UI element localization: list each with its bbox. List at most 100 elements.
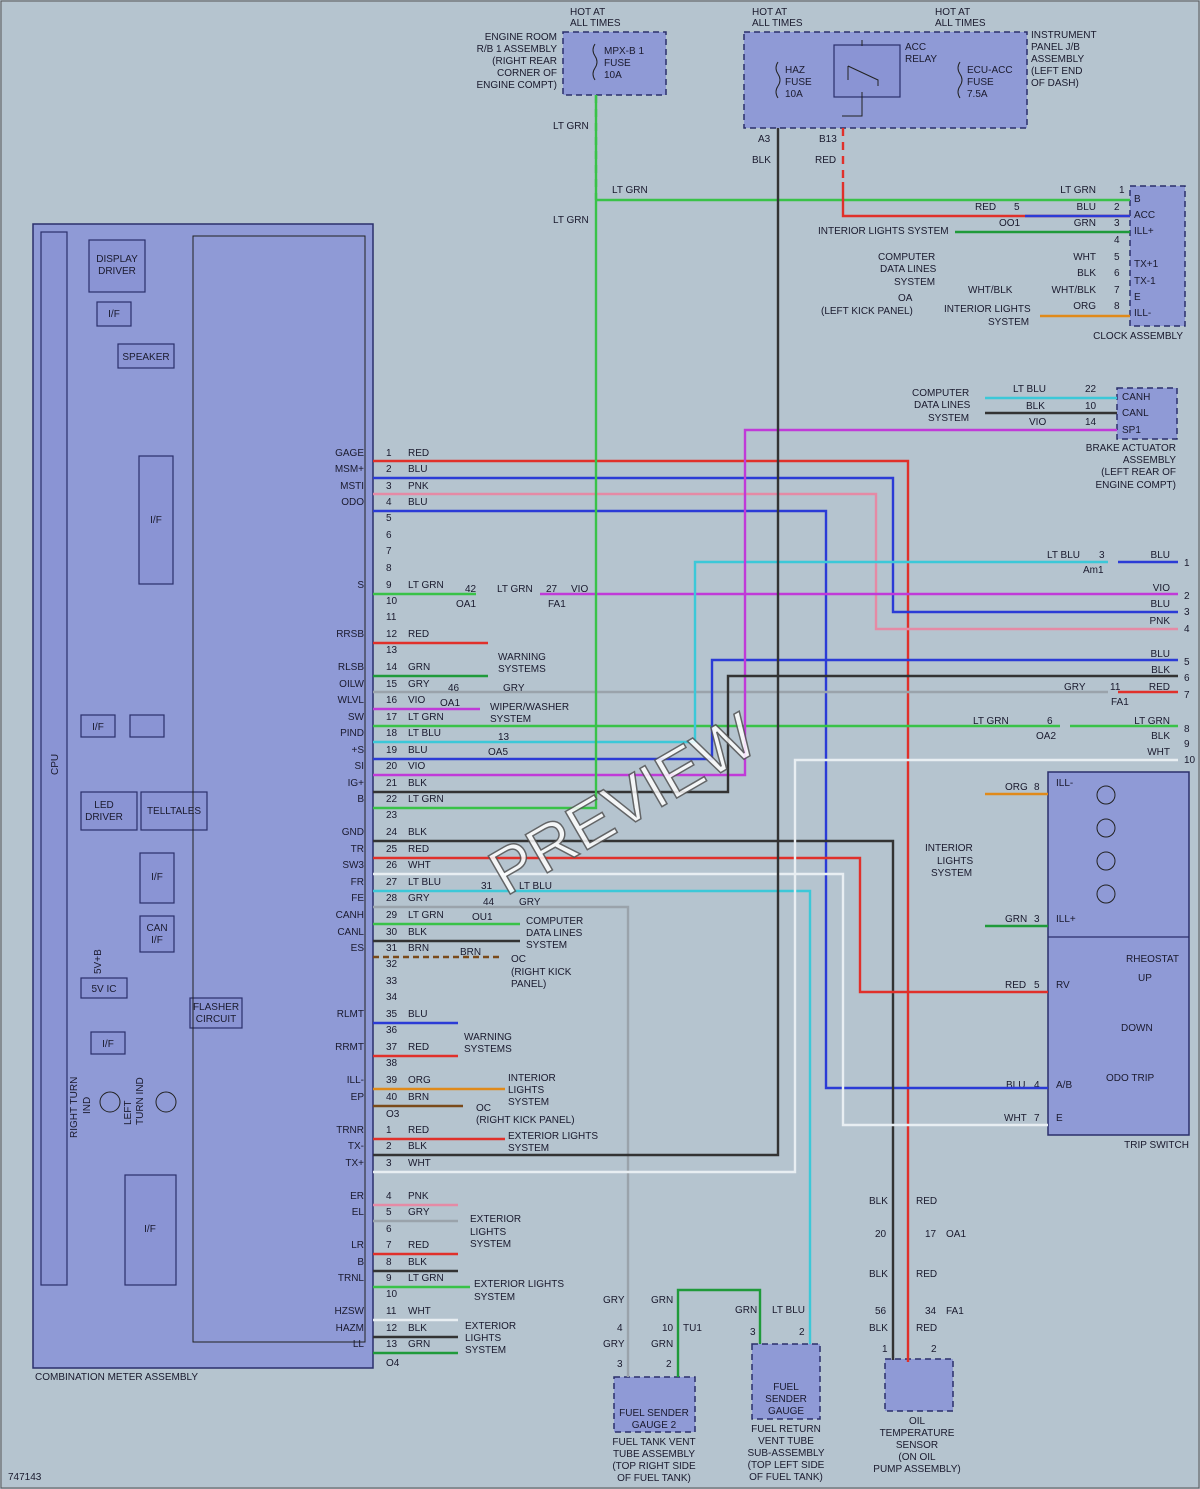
svg-text:TUBE ASSEMBLY: TUBE ASSEMBLY — [613, 1449, 695, 1460]
meter-wire-color: GRN — [408, 1339, 430, 1350]
svg-text:VENT TUBE: VENT TUBE — [758, 1436, 814, 1447]
svg-text:(LEFT KICK PANEL): (LEFT KICK PANEL) — [821, 306, 913, 317]
svg-text:ENGINE COMPT): ENGINE COMPT) — [1095, 480, 1176, 491]
meter-pin-label: FE — [351, 893, 364, 904]
wire-tr-red — [373, 856, 1048, 994]
meter-pin-number: 35 — [386, 1009, 398, 1020]
svg-text:ASSEMBLY: ASSEMBLY — [1123, 455, 1176, 466]
svg-text:CAN: CAN — [146, 923, 167, 934]
wire-odo-blu — [373, 509, 1048, 1090]
meter-pin-label: B — [357, 1257, 364, 1268]
meter-pin-number: 2 — [386, 1141, 392, 1152]
meter-wire-color: BRN — [408, 943, 429, 954]
meter-pin-number: 25 — [386, 844, 398, 855]
meter-pin-number: 21 — [386, 778, 398, 789]
meter-pin-number: 6 — [386, 530, 392, 541]
meter-pin-label: EP — [351, 1092, 365, 1103]
ext-8: EXTERIOR — [465, 1321, 516, 1332]
svg-text:10: 10 — [1085, 401, 1097, 412]
rc-gry: GRY — [1064, 682, 1086, 693]
svg-text:(TOP RIGHT SIDE: (TOP RIGHT SIDE — [612, 1461, 696, 1472]
meter-pin-number: 8 — [386, 563, 392, 574]
svg-text:ASSEMBLY: ASSEMBLY — [1031, 54, 1084, 65]
rc-ltgrn: LT GRN — [973, 716, 1009, 727]
svg-text:ORG: ORG — [1073, 301, 1096, 312]
svg-text:4: 4 — [1114, 235, 1120, 246]
meter-pin-number: 20 — [386, 761, 398, 772]
svg-text:BLK: BLK — [1026, 401, 1045, 412]
label-ltblu: LT BLU — [519, 881, 552, 892]
meter-wire-color: LT GRN — [408, 580, 444, 591]
haz-fuse-label: HAZ — [785, 65, 805, 76]
svg-text:RV: RV — [1056, 980, 1070, 991]
meter-wire-color: RED — [408, 1125, 429, 1136]
b-4: 4 — [617, 1323, 623, 1334]
meter-pin-label: HAZM — [336, 1323, 364, 1334]
svg-text:ILL+: ILL+ — [1056, 914, 1076, 925]
meter-wire-color: WHT — [408, 1306, 431, 1317]
svg-text:FUSE: FUSE — [604, 58, 631, 69]
svg-text:DRIVER: DRIVER — [85, 812, 123, 823]
kick-3: (RIGHT KICK PANEL) — [476, 1115, 575, 1126]
meter-pin-number: 38 — [386, 1058, 398, 1069]
svg-text:22: 22 — [1085, 384, 1097, 395]
svg-text:E: E — [1056, 1113, 1063, 1124]
meter-pin-number: 9 — [386, 580, 392, 591]
svg-text:FLASHER: FLASHER — [193, 1002, 239, 1013]
rc-num: 5 — [1184, 657, 1190, 668]
meter-pin-label: SW3 — [342, 860, 364, 871]
ecu-fuse-label: ECU-ACC — [967, 65, 1013, 76]
conn-oa1: OA1 — [456, 599, 476, 610]
svg-text:(TOP LEFT SIDE: (TOP LEFT SIDE — [748, 1460, 825, 1471]
meter-wire-color: WHT — [408, 1158, 431, 1169]
interior-1: INTERIOR — [508, 1073, 556, 1084]
wire-pind-ltblu — [373, 560, 1108, 744]
svg-text:ENGINE ROOM: ENGINE ROOM — [485, 32, 557, 43]
svg-text:ILL+: ILL+ — [1134, 226, 1154, 237]
meter-pin-number: 7 — [386, 546, 392, 557]
svg-text:RED: RED — [975, 202, 996, 213]
wire-si-vio — [373, 428, 1100, 777]
ext-3: EXTERIOR — [470, 1214, 521, 1225]
label-ltgrn-mid2: LT GRN — [553, 215, 589, 226]
meter-wire-color: VIO — [408, 695, 425, 706]
meter-pin-number: 11 — [386, 612, 397, 623]
meter-pin-number: 30 — [386, 927, 398, 938]
meter-pin-number: 4 — [386, 1191, 392, 1202]
wire-sw3-wht — [373, 872, 1048, 1127]
svg-text:SENDER: SENDER — [765, 1394, 807, 1405]
svg-text:WHT/BLK: WHT/BLK — [968, 285, 1013, 296]
meter-pin-label: OILW — [339, 679, 364, 690]
rc-num: 4 — [1184, 624, 1190, 635]
meter-pin-label: GND — [342, 827, 364, 838]
b-grn2: GRN — [651, 1339, 673, 1350]
svg-text:ALL TIMES: ALL TIMES — [570, 18, 621, 29]
svg-text:OO1: OO1 — [999, 218, 1021, 229]
meter-wire-color: GRY — [408, 679, 430, 690]
splice-13: 13 — [498, 732, 510, 743]
clock-title: CLOCK ASSEMBLY — [1093, 331, 1183, 342]
svg-text:5: 5 — [1014, 202, 1020, 213]
rc-wire: BLU — [1151, 649, 1170, 660]
meter-pin-number: 13 — [386, 1339, 398, 1350]
svg-text:R/B 1 ASSEMBLY: R/B 1 ASSEMBLY — [477, 44, 558, 55]
meter-wire-color: LT GRN — [408, 794, 444, 805]
svg-text:ALL TIMES: ALL TIMES — [935, 18, 986, 29]
b-34: 34 — [925, 1306, 937, 1317]
b-grn: GRN — [651, 1295, 673, 1306]
kick-1: (RIGHT KICK — [511, 967, 572, 978]
interior-3: SYSTEM — [508, 1097, 549, 1108]
svg-text:I/F: I/F — [144, 1224, 156, 1235]
svg-text:14: 14 — [1085, 417, 1097, 428]
svg-text:OF DASH): OF DASH) — [1031, 78, 1079, 89]
comp-1: COMPUTER — [526, 916, 583, 927]
svg-text:RIGHT TURN: RIGHT TURN — [69, 1077, 80, 1138]
svg-text:SPEAKER: SPEAKER — [122, 352, 169, 363]
meter-pin-number: 40 — [386, 1092, 398, 1103]
meter-pin-label: B — [357, 794, 364, 805]
svg-text:ACC: ACC — [1134, 210, 1155, 221]
meter-pin-number: 1 — [386, 1125, 392, 1136]
meter-pin-label: CANL — [337, 927, 364, 938]
meter-pin-label: SW — [348, 712, 365, 723]
